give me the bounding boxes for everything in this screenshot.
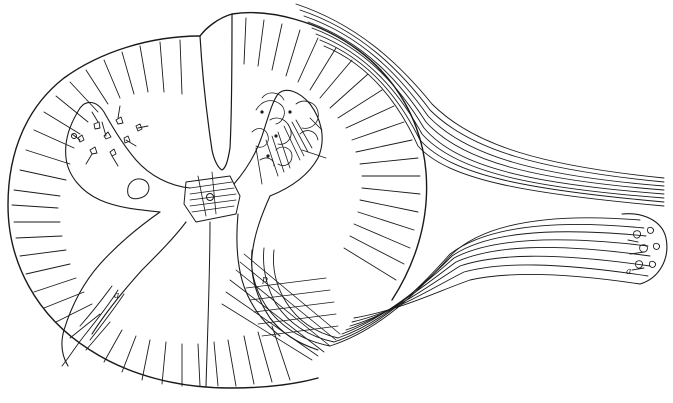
posterior-root-letter: p: [262, 275, 268, 285]
left-horn-neurons: [72, 106, 149, 166]
pial-septa-right: [244, 18, 420, 280]
pial-septa-bottom: [70, 314, 290, 386]
posterior-root-bundle: [296, 4, 664, 206]
ganglion-mark: a: [626, 267, 631, 277]
pial-septa-left: [12, 40, 182, 322]
anterior-root-fibres: a: [62, 286, 124, 366]
anterior-root-letter: a: [114, 291, 119, 301]
cord-outline: [8, 13, 427, 388]
right-horn-tangle: [252, 93, 326, 184]
